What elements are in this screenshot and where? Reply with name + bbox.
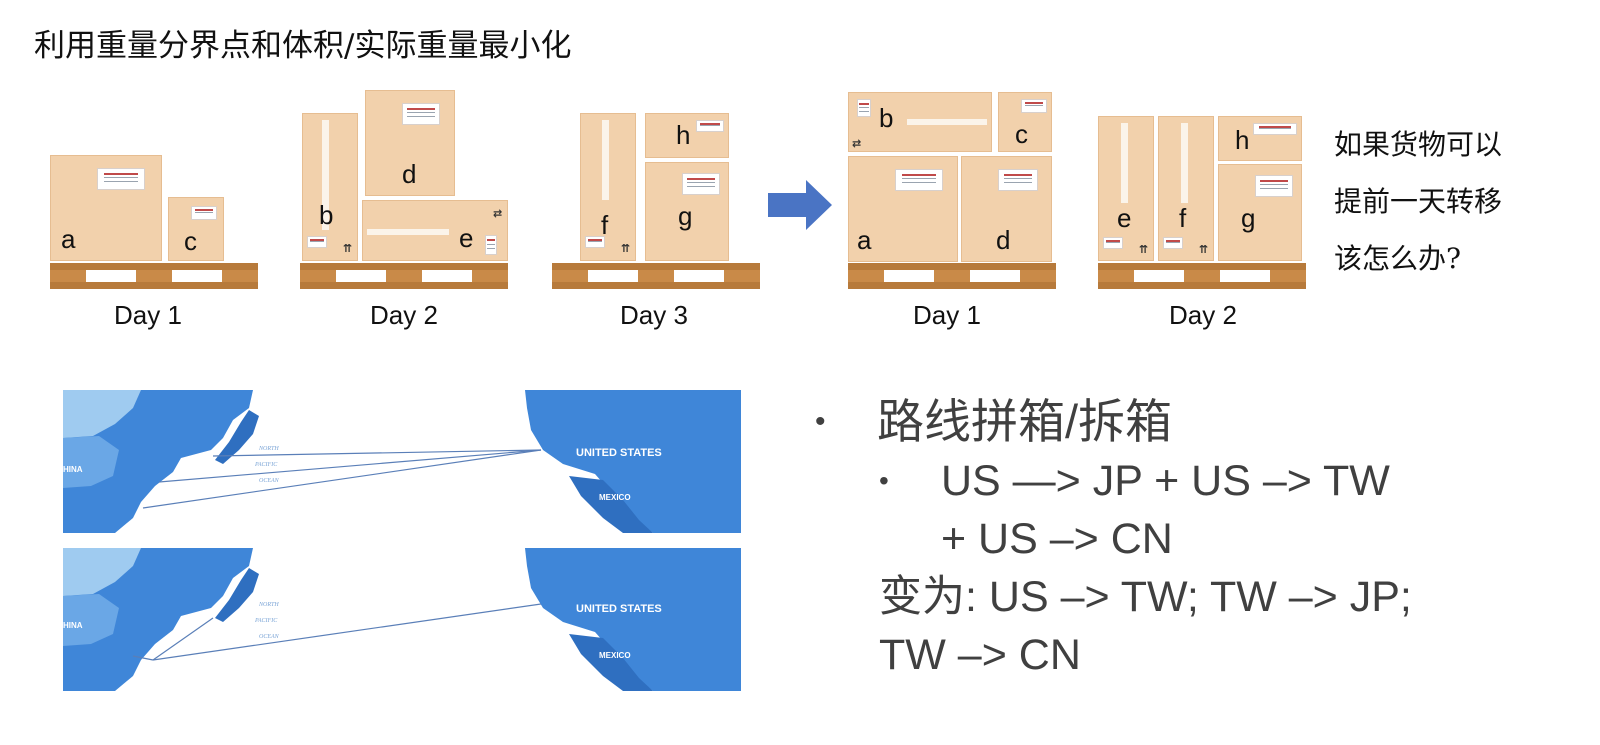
sub-bullet-line: + US –> CN [941, 515, 1173, 563]
shipping-label-icon [696, 120, 724, 132]
pallet-icon [50, 263, 258, 289]
box-letter: e [459, 223, 474, 253]
box-b: ⇈ b [302, 113, 358, 261]
box-c: c [998, 92, 1052, 152]
map-label: PACIFIC [254, 618, 278, 624]
box-letter: h [676, 120, 691, 150]
right-arrow-icon [768, 180, 832, 230]
box-letter: f [601, 210, 609, 240]
pallet-icon [552, 263, 760, 289]
slide-title: 利用重量分界点和体积/实际重量最小化 [34, 28, 572, 64]
box-letter: c [1015, 119, 1028, 149]
box-e: ⇈ e [1098, 116, 1154, 261]
route-map-after: UNITED STATES MEXICO HINA NORTH PACIFIC … [63, 548, 741, 691]
side-question-line: 该怎么办? [1334, 242, 1462, 275]
box-letter: a [857, 225, 872, 255]
shipping-label-icon [682, 173, 720, 195]
shipping-label-icon [1163, 237, 1183, 249]
pallet-icon [848, 263, 1056, 289]
shipping-label-icon [485, 235, 497, 255]
route-map-before: UNITED STATES MEXICO HINA NORTH PACIFIC … [63, 390, 741, 533]
shipping-label-icon [1103, 237, 1123, 249]
shipping-label-icon [191, 206, 217, 220]
shipping-label-icon [1255, 175, 1293, 197]
box-h: h [1218, 116, 1302, 161]
pallet-icon [300, 263, 508, 289]
box-letter: b [879, 103, 894, 133]
shipping-label-icon [97, 168, 145, 190]
box-d: d [961, 156, 1052, 262]
box-e: ⇄ e [362, 200, 508, 261]
box-letter: h [1235, 125, 1250, 155]
shipping-label-icon [895, 169, 943, 191]
shipping-label-icon [1253, 123, 1297, 135]
map-label: MEXICO [599, 651, 631, 660]
box-a: a [50, 155, 162, 261]
map-label: HINA [63, 465, 83, 474]
shipping-label-icon [585, 236, 605, 248]
this-side-up-icon: ⇈ [621, 242, 631, 255]
shipping-label-icon [857, 99, 871, 117]
box-letter: g [1241, 203, 1256, 233]
box-d: d [365, 90, 455, 196]
day-label: Day 2 [370, 300, 438, 330]
map-label: NORTH [258, 446, 279, 452]
bullet-item: • 路线拼箱/拆箱 [815, 392, 1412, 452]
this-side-up-icon: ⇈ [1139, 243, 1149, 256]
box-b: ⇄ b [848, 92, 992, 152]
sub-bullet-item: • US —> JP + US –> TW [815, 452, 1412, 510]
box-g: g [645, 162, 729, 261]
box-letter: a [61, 224, 76, 254]
pallet-icon [1098, 263, 1306, 289]
box-c: c [168, 197, 224, 261]
map-label: PACIFIC [254, 462, 278, 468]
day-label: Day 3 [620, 300, 688, 330]
box-f: ⇈ f [1158, 116, 1214, 261]
bullet-main-text: 路线拼箱/拆箱 [877, 395, 1173, 448]
this-side-up-icon: ⇄ [493, 207, 503, 220]
day-label: Day 1 [913, 300, 981, 330]
sub-bullet-line: US —> JP + US –> TW [941, 457, 1390, 505]
box-h: h [645, 113, 729, 158]
box-f: ⇈ f [580, 113, 636, 261]
map-label: UNITED STATES [576, 447, 662, 459]
bullet-dot-icon: • [815, 405, 826, 438]
box-g: g [1218, 164, 1302, 261]
map-label: UNITED STATES [576, 603, 662, 615]
bullet-dot-icon: • [879, 465, 889, 496]
box-a: a [848, 156, 958, 262]
shipping-label-icon [998, 169, 1038, 191]
box-letter: g [678, 201, 693, 231]
shipping-label-icon [1021, 99, 1047, 113]
bullet-list: • 路线拼箱/拆箱 • US —> JP + US –> TW + US –> … [815, 392, 1412, 684]
map-label: MEXICO [599, 493, 631, 502]
box-letter: f [1179, 203, 1187, 233]
side-question-line: 如果货物可以 [1334, 128, 1503, 161]
this-side-up-icon: ⇈ [343, 242, 353, 255]
result-line: TW –> CN [879, 631, 1081, 679]
this-side-up-icon: ⇄ [852, 137, 862, 150]
box-letter: e [1117, 203, 1132, 233]
map-label: OCEAN [259, 478, 280, 484]
side-question: 如果货物可以 提前一天转移 该怎么办? [1334, 116, 1574, 287]
map-label: OCEAN [259, 634, 280, 640]
shipping-label-icon [307, 236, 327, 248]
box-letter: c [184, 226, 197, 256]
box-letter: d [996, 225, 1011, 255]
map-label: HINA [63, 621, 83, 630]
shipping-label-icon [402, 103, 440, 125]
map-label: NORTH [258, 602, 279, 608]
box-letter: b [319, 200, 334, 230]
side-question-line: 提前一天转移 [1334, 185, 1503, 218]
result-line: 变为: US –> TW; TW –> JP; [879, 573, 1412, 621]
this-side-up-icon: ⇈ [1199, 243, 1209, 256]
day-label: Day 2 [1169, 300, 1237, 330]
box-letter: d [402, 159, 417, 189]
day-label: Day 1 [114, 300, 182, 330]
